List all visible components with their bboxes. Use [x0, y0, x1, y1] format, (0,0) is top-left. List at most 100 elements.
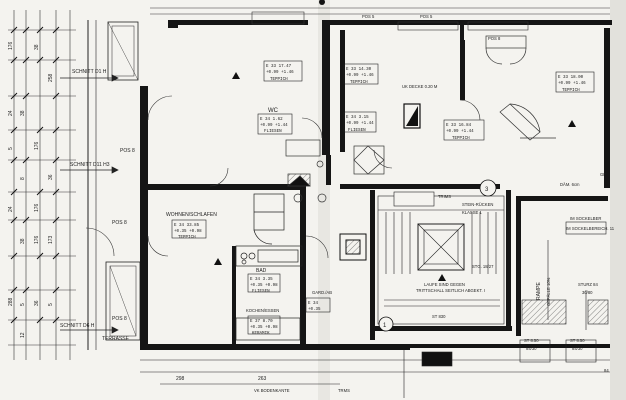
stair-label-box [393, 191, 435, 207]
dim-label: 176 [34, 235, 40, 244]
room-wc: WC E 34 1.62 +0.99 +1.44 FLIESEN [257, 108, 293, 135]
ramp-area [521, 221, 609, 330]
fixtures-mid [285, 139, 385, 203]
position-label: POS 8 [488, 36, 501, 41]
stair-note: KLASSE 1 [462, 210, 482, 215]
dim-label: 38 [20, 110, 26, 116]
bath-kitchen-block [235, 193, 303, 341]
room-area: E 33 16.84 [446, 124, 472, 128]
room-floor: FLIESEN [252, 290, 270, 294]
dim-label: 8 [20, 177, 26, 180]
room-area: E 34 3.15 [346, 116, 369, 120]
room-floor: KERAMIK [252, 332, 270, 336]
door-arcs [147, 95, 481, 257]
stair-note: LAUFE SIND GEGEN [424, 282, 465, 287]
room-name: GARD./AB [312, 290, 332, 295]
room-name: KOCHEN/ESSEN [246, 308, 279, 313]
room-area: E 34 1.62 [260, 118, 283, 122]
position-label: POS 5 [420, 14, 433, 19]
room-floor: FLIESEN [348, 129, 366, 133]
room-area: E 33 14.30 [346, 68, 372, 72]
position-label: POS 8 [120, 148, 135, 154]
room-elevation: +0.99 +1.44 [446, 130, 474, 134]
ramp-note: IM SOCKELBER [570, 216, 601, 221]
ramp-label: RAMPE [536, 282, 542, 300]
dim-label: 176 [34, 203, 40, 212]
room-floor: TEPPICH [350, 81, 368, 85]
dim-label: 84 [604, 368, 609, 373]
room-elevation: +0.99 +1.44 [346, 122, 374, 126]
room-elevation: +0.35 +0.98 [250, 284, 278, 288]
stair-note: TRIMS [438, 194, 451, 199]
dim-label: 5 [8, 147, 14, 150]
position-label: POS 8 [112, 316, 127, 322]
room-elevation: +0.99 +1.46 [346, 74, 374, 78]
insulation-note: DÄM. 6cm [560, 182, 580, 187]
bottom-band [140, 339, 610, 398]
room-area: E 34 [308, 302, 319, 306]
stair-core [377, 195, 505, 325]
lintel-note: ST 8.50 [570, 338, 585, 343]
vk-bodenkante-label: VK BODENKANTE [254, 388, 290, 393]
ramp-label: GEFÄLLE 10% [546, 277, 551, 306]
room-floor: TEPPICH [452, 137, 470, 141]
room-floor: TEPPICH [178, 236, 196, 240]
gf-label: GF [600, 172, 606, 177]
north-marker [568, 120, 576, 127]
room-kochen-essen: KOCHEN/ESSEN E 37 8.70 +0.35 +0.98 KERAM… [246, 308, 281, 336]
dim-label: 24 [8, 110, 14, 116]
lintel-note: ST 830 [432, 314, 446, 319]
room-floor: TEPPICH [270, 78, 288, 82]
dim-label: 173 [48, 235, 54, 244]
position-label: POS 5 [362, 14, 375, 19]
elevator-shaft [339, 233, 367, 261]
room-bad: BAD E 34 3.35 +0.35 +0.98 FLIESEN [247, 268, 281, 294]
lintel-note: STURZ 84 [578, 282, 598, 287]
room-area: E 33 17.47 [266, 65, 292, 69]
stair-note: STEIN-RÜCKEN [462, 202, 493, 207]
room-floor: FLIESEN [264, 130, 282, 134]
dim-label: 38 [20, 238, 26, 244]
corner-pin [319, 0, 325, 5]
door-arc [305, 235, 329, 259]
stair-note: TRITTSCHALL SEITLICH ABGEKT. I [416, 288, 485, 293]
left-facade [87, 20, 141, 350]
right-edge-shadow [610, 0, 626, 400]
shaft [403, 103, 421, 129]
room-elevation: +0.35 +0.98 [250, 326, 278, 330]
walls [140, 20, 612, 350]
room-elevation: +0.99 +1.46 [266, 71, 294, 75]
top-right-door [485, 35, 527, 65]
room-area: E 34 3.35 [250, 278, 273, 282]
stair-note: STG. 18/27 [472, 264, 494, 269]
dim-label: 263 [258, 376, 267, 382]
lintel-note: 30/80 [582, 290, 593, 295]
room-area: E 37 8.70 [250, 320, 273, 324]
dim-label: 5 [48, 303, 54, 306]
dim-label: 176 [34, 141, 40, 150]
room-top-left: E 33 17.47 +0.99 +1.46 TEPPICH [263, 60, 303, 82]
position-label: POS 8 [112, 220, 127, 226]
schnitt-arrows [60, 74, 119, 334]
north-marker [438, 274, 446, 281]
room-garderobe: GARD./AB E 34 +0.35 [305, 290, 332, 313]
trms-label: TRMS [338, 388, 350, 393]
dim-label: 24 [8, 206, 14, 212]
north-marker [232, 72, 240, 79]
room-elevation: +0.35 [308, 308, 321, 312]
ramp-note: IM SOCKELBEREICH. 11 [566, 226, 615, 231]
room-top-mid: E 33 14.30 +0.99 +1.46 TEPPICH [343, 63, 379, 85]
door-arc [301, 117, 323, 139]
terrace-arc [85, 227, 115, 257]
section-label: SCHNITT D1 H [72, 69, 107, 75]
lintel-note: 84/30 [572, 346, 583, 351]
dim-label: 176 [8, 41, 14, 50]
north-marker [214, 258, 222, 265]
lintel-note: 84/30 [526, 346, 537, 351]
room-wohnen-schlafen: WOHNEN/SCHLAFEN E 34 33.85 +0.35 +0.98 T… [166, 212, 217, 240]
lintel-note: ST 8.50 [524, 338, 539, 343]
room-name: BAD [256, 268, 267, 274]
dim-label: 38 [34, 44, 40, 50]
dim-label: 298 [176, 376, 185, 382]
